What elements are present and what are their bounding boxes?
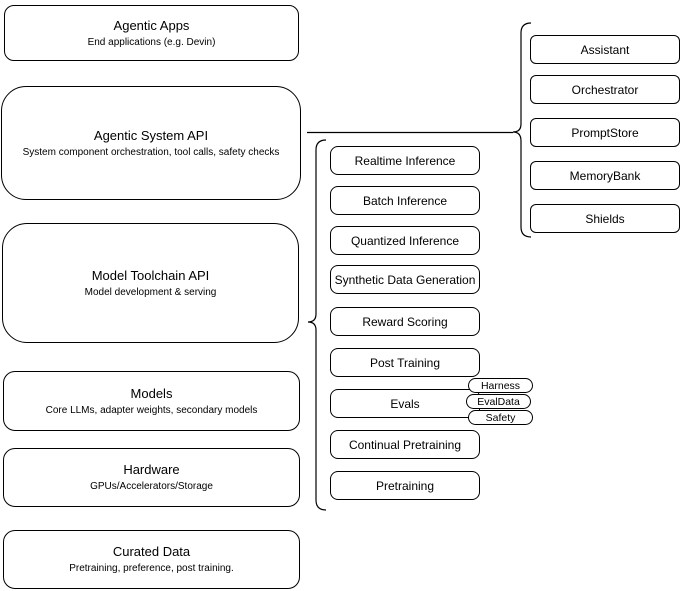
node-subtitle: Pretraining, preference, post training. bbox=[69, 563, 234, 574]
node-title: Agentic System API bbox=[93, 127, 209, 143]
node-title: Model Toolchain API bbox=[91, 267, 210, 283]
node-reward-scoring: Reward Scoring bbox=[330, 307, 480, 336]
toolchain-brace bbox=[307, 139, 327, 511]
node-title: Models bbox=[130, 385, 173, 401]
node-hardware: Hardware GPUs/Accelerators/Storage bbox=[3, 448, 300, 507]
node-orchestrator: Orchestrator bbox=[530, 75, 680, 104]
node-realtime-inference: Realtime Inference bbox=[330, 146, 480, 175]
tag-harness: Harness bbox=[468, 378, 533, 393]
node-subtitle: End applications (e.g. Devin) bbox=[87, 36, 216, 48]
node-model-toolchain-api: Model Toolchain API Model development & … bbox=[2, 223, 299, 343]
node-post-training: Post Training bbox=[330, 348, 480, 377]
node-pretraining: Pretraining bbox=[330, 471, 480, 500]
node-continual-pretraining: Continual Pretraining bbox=[330, 430, 480, 459]
node-title: Curated Data bbox=[112, 544, 191, 559]
tag-safety: Safety bbox=[468, 410, 533, 425]
node-quantized-inference: Quantized Inference bbox=[330, 226, 480, 255]
node-subtitle: System component orchestration, tool cal… bbox=[22, 146, 280, 158]
node-memorybank: MemoryBank bbox=[530, 161, 680, 190]
node-synthetic-data-generation: Synthetic Data Generation bbox=[330, 265, 480, 294]
node-subtitle: Model development & serving bbox=[84, 286, 217, 298]
node-curated-data: Curated Data Pretraining, preference, po… bbox=[3, 530, 300, 589]
node-assistant: Assistant bbox=[530, 35, 680, 64]
node-agentic-system-api: Agentic System API System component orch… bbox=[1, 86, 301, 200]
node-batch-inference: Batch Inference bbox=[330, 186, 480, 215]
node-agentic-apps: Agentic Apps End applications (e.g. Devi… bbox=[4, 5, 299, 61]
node-shields: Shields bbox=[530, 204, 680, 233]
system-brace bbox=[512, 22, 532, 238]
tag-evaldata: EvalData bbox=[466, 394, 531, 409]
node-evals: Evals bbox=[330, 389, 480, 418]
node-subtitle: GPUs/Accelerators/Storage bbox=[90, 481, 213, 492]
node-subtitle: Core LLMs, adapter weights, secondary mo… bbox=[45, 404, 258, 416]
node-models: Models Core LLMs, adapter weights, secon… bbox=[3, 371, 300, 431]
node-promptstore: PromptStore bbox=[530, 118, 680, 147]
node-title: Hardware bbox=[123, 462, 180, 477]
node-title: Agentic Apps bbox=[113, 17, 190, 33]
